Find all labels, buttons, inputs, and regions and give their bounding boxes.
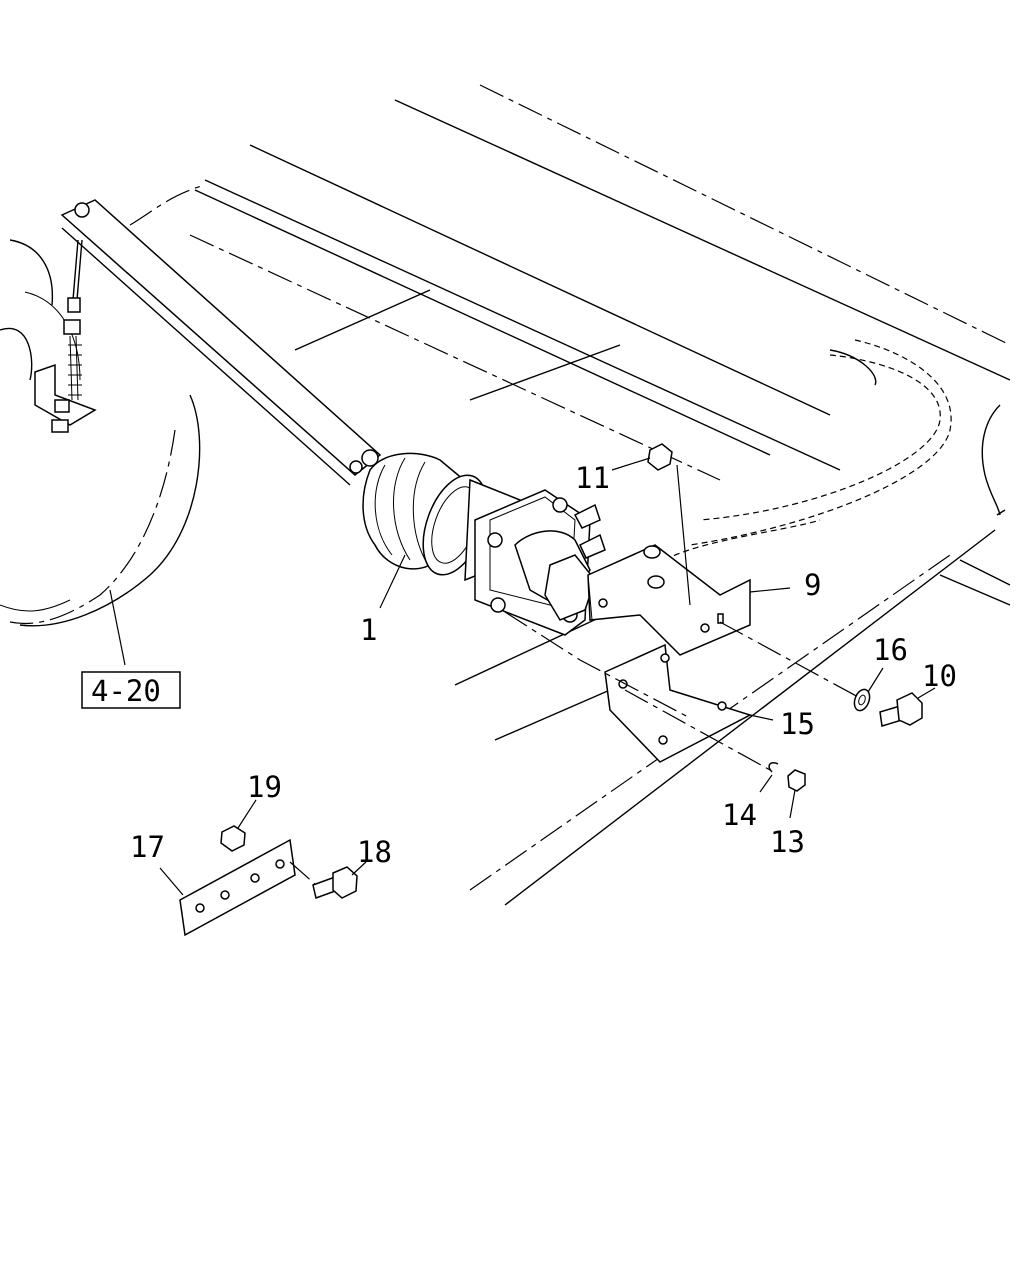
bracket-9: [587, 544, 751, 656]
callout-17: 17: [130, 830, 165, 864]
callout-1: 1: [360, 613, 377, 647]
leader-lines: [109, 457, 936, 896]
callout-9: 9: [804, 568, 821, 602]
callout-16: 16: [873, 633, 908, 667]
callout-10: 10: [922, 659, 957, 693]
reference-box-label: 4-20: [91, 674, 161, 708]
linkage-rod: [34, 239, 97, 433]
callout-19: 19: [247, 770, 282, 804]
nut-11: [647, 443, 673, 471]
callout-labels: 1 9 10 11 13 14 15 16 17 18 19: [130, 461, 957, 869]
plate-assembly: [179, 825, 358, 937]
hose-lines: [664, 339, 952, 561]
callout-14: 14: [722, 798, 757, 832]
main-assembly: [362, 452, 606, 636]
frame-rails: [129, 84, 1011, 906]
fasteners-right: [768, 688, 923, 792]
control-rod: [60, 199, 382, 486]
callout-13: 13: [770, 825, 805, 859]
alignment-lines: [504, 611, 861, 771]
callout-18: 18: [357, 835, 392, 869]
callout-11: 11: [575, 461, 610, 495]
callout-15: 15: [780, 707, 815, 741]
bracket-15: [604, 643, 752, 763]
reference-box: 4-20: [81, 671, 181, 709]
